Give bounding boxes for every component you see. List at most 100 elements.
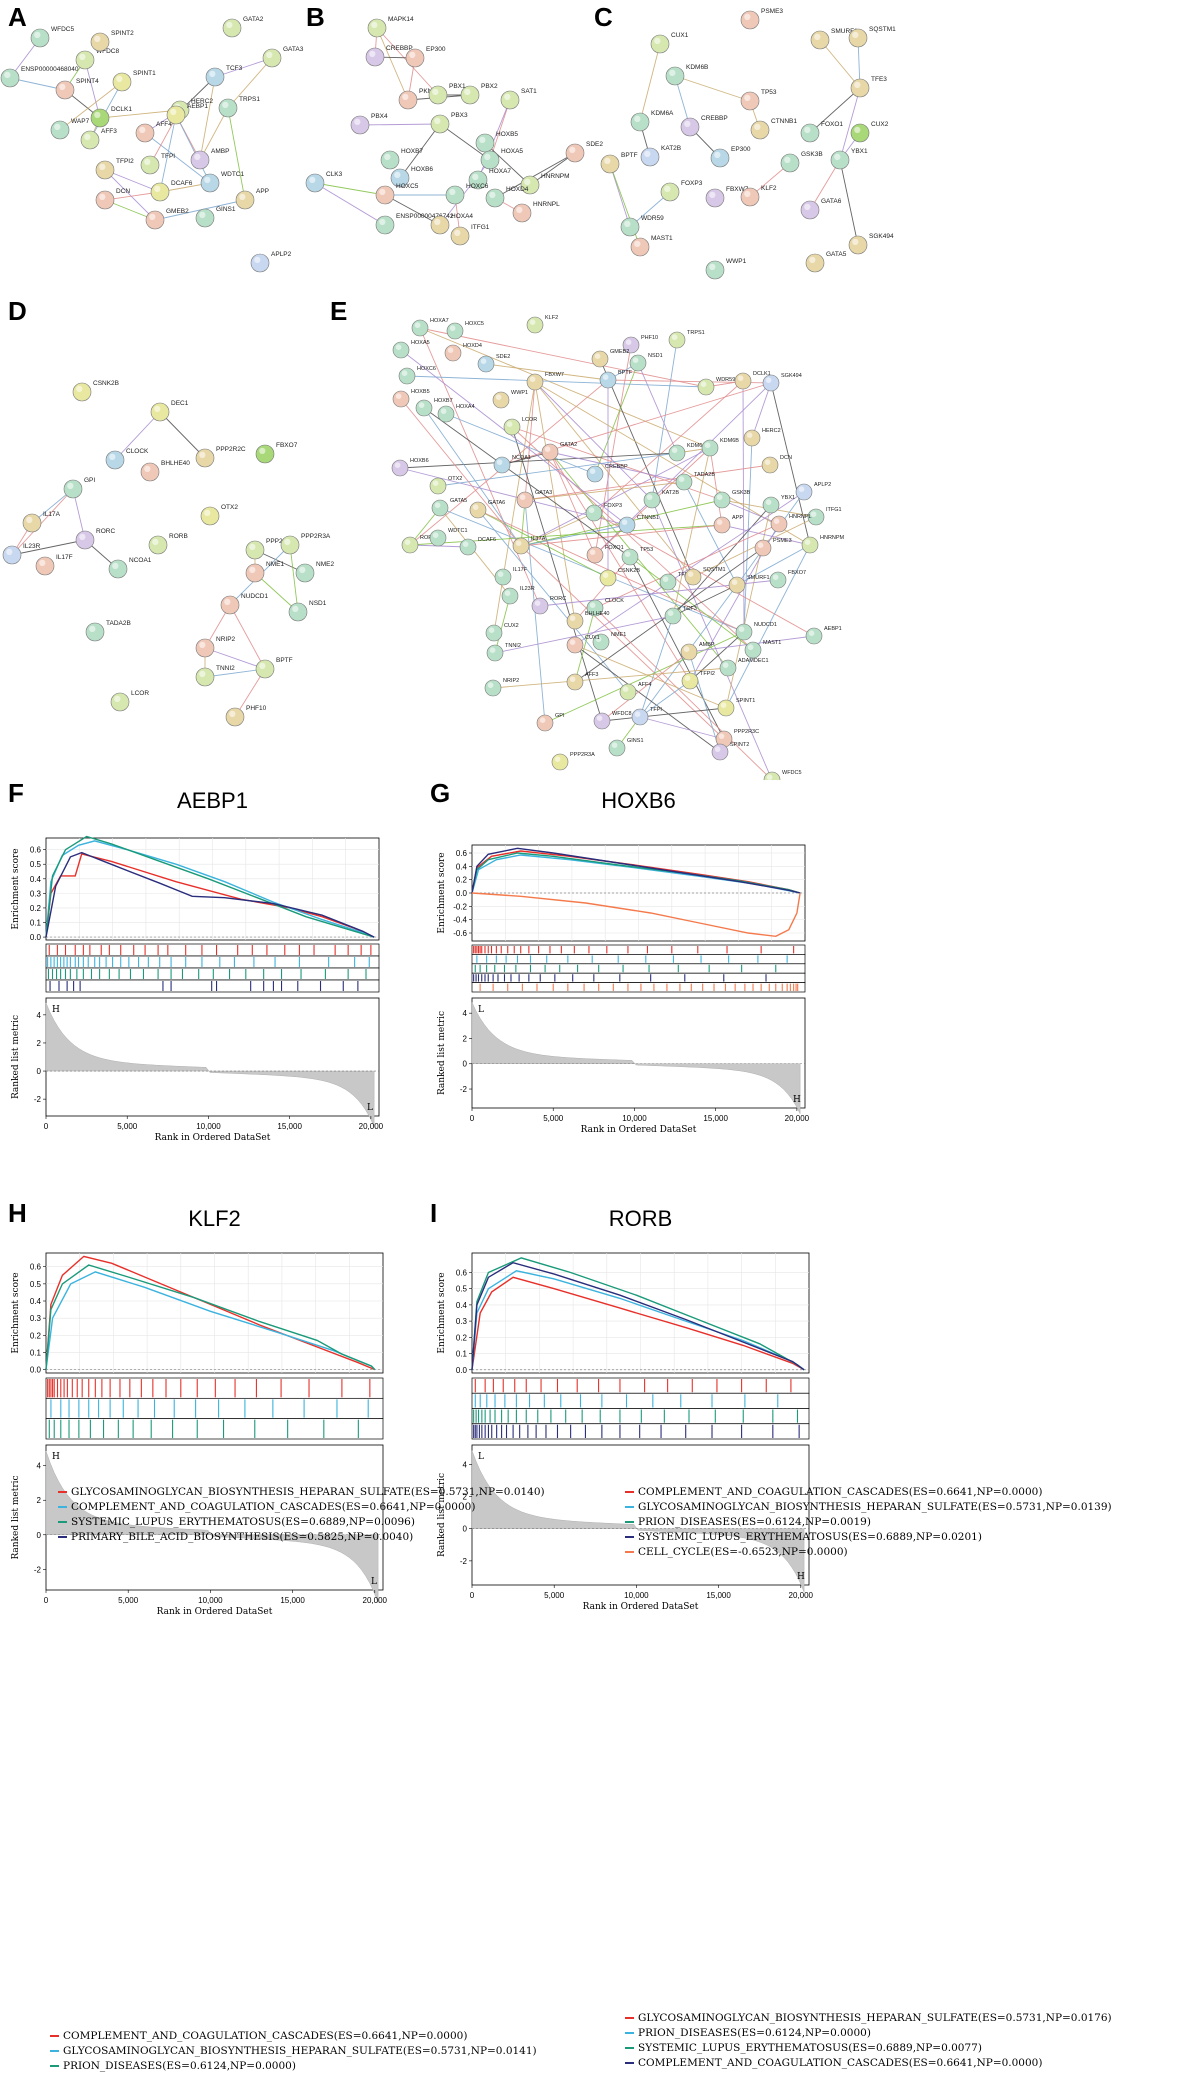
network-node-label: BHLHE40 [161,460,190,467]
es-tick-label: 0.6 [456,1268,468,1277]
network-node-highlight [662,576,669,582]
network-node: GATA2 [222,16,264,38]
legend-swatch [58,1505,67,1508]
network-node: IL23R [2,543,41,565]
network-node: APP [713,515,743,534]
network-node: TP53 [740,89,777,111]
es-tick-label: 0.2 [30,904,42,913]
network-node-highlight [254,256,261,263]
network-node-highlight [683,646,690,652]
network-node: NRIP2 [484,678,519,697]
network-node-label: HOXA5 [411,340,430,346]
network-edge [484,142,531,186]
network-node-highlight [79,53,86,60]
network-node-label: AFF4 [156,121,172,128]
network-node-label: HNRNPL [533,201,560,208]
network-edge [594,607,773,780]
network-figure: WFDC5WFDC8SPINT2ENSP00000468040SPINT4SPI… [0,8,896,780]
metric-area [45,1002,375,1127]
network-node-label: HOXB5 [411,389,430,395]
network-edge [511,426,754,651]
network-node: DCN [95,188,130,210]
network-node-label: SDE2 [496,354,510,360]
network-node: KDM6A [630,110,674,132]
network-node-highlight [569,615,576,621]
network-edge [534,381,653,501]
network-node: PHF10 [225,705,267,727]
network-node-highlight [524,178,531,186]
x-tick-label: 5,000 [544,1591,565,1600]
network-node-highlight [209,70,216,77]
network-node-highlight [589,468,596,475]
network-node-highlight [239,193,246,201]
network-edge [445,413,596,475]
network-node-label: DEC1 [171,400,189,407]
network-node-highlight [139,126,146,133]
legend-swatch [625,1520,634,1523]
es-series-line [471,1270,805,1371]
network-node-highlight [731,579,738,585]
network-edge [11,539,86,556]
network-node-label: WDTC1 [221,171,244,178]
network-node-highlight [199,670,206,677]
legend-label: PRION_DISEASES(ES=0.6124,NP=0.0019) [638,1515,871,1528]
network-node-highlight [229,710,236,717]
es-series-line [471,852,801,894]
network-node: SMURF1 [810,28,858,50]
network-node-highlight [204,176,211,184]
metric-area [45,1450,379,1603]
network-edge [534,381,694,578]
network-node-highlight [602,572,609,578]
network-edge [423,407,522,547]
network-node-highlight [754,123,761,130]
metric-bottom-label: L [367,1103,373,1113]
network-edge [692,516,817,578]
network-node: CTNNB1 [750,118,797,140]
legend-item: CELL_CYCLE(ES=-0.6523,NP=0.0000) [625,1544,1112,1559]
network-node: IL17A [22,511,61,533]
network-node-highlight [667,610,674,616]
network-node-highlight [67,482,74,489]
network-node-highlight [414,322,421,329]
network-node: NCOA1 [493,455,531,474]
network-edge [511,426,603,722]
network-node-label: TFPI2 [116,158,134,165]
network-edge [672,447,711,617]
legend-swatch [58,1490,67,1493]
network-node: YBX1 [762,495,795,514]
network-edge [839,87,861,161]
network-edge [520,545,725,740]
network-node-highlight [418,402,425,409]
network-node: IL17F [494,567,528,586]
network-node-label: LCOR [131,690,149,697]
network-node: PBX3 [430,112,468,134]
network-edge [227,57,273,109]
plot-title: HOXB6 [601,788,676,813]
network-edge [59,81,123,131]
network-edge [114,411,161,461]
network-node-highlight [714,746,721,752]
network-node-highlight [589,549,596,555]
network-edge [574,491,805,646]
network-edge [400,349,628,526]
network-node-highlight [394,462,401,469]
network-node-highlight [489,191,496,199]
network-node-highlight [402,93,409,100]
network-node-label: CSNK2B [618,568,640,574]
network-node-label: EP300 [426,46,446,53]
metric-axis-label: Ranked list metric [11,1475,21,1559]
network-edge [672,504,772,617]
network-edge [674,75,751,102]
network-node: WDTC1 [200,171,244,193]
network-node-label: PPP2R3A [301,533,331,540]
x-axis-label: Rank in Ordered DataSet [583,1602,699,1612]
network-node-label: HOXB6 [411,166,433,173]
network-node-label: DCN [780,455,792,461]
network-node-label: CLOCK [605,598,624,604]
network-node: WDTC1 [429,528,468,547]
panel-label-c: C [594,2,613,32]
network-b: MAPK14CREBBPEP300PBX2SAT1PKNOX1PBX4PBX3P… [305,16,603,246]
es-tick-label: 0.4 [456,862,468,871]
